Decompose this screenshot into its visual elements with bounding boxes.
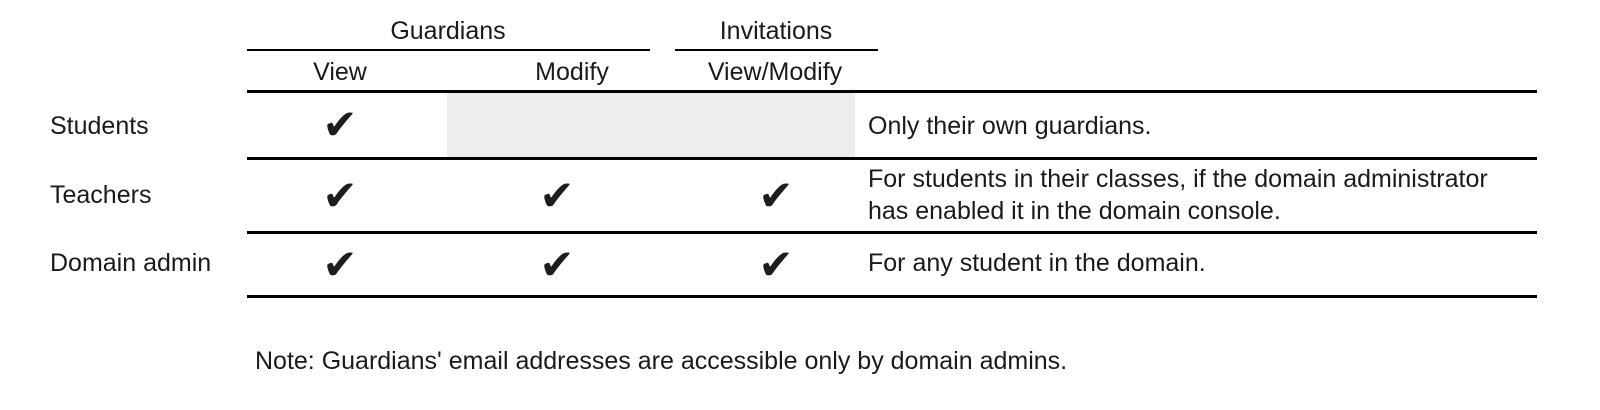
column-group-label-guardians: Guardians <box>390 17 506 45</box>
column-header-view: View <box>313 58 367 86</box>
table-rule-bottom <box>247 295 1537 298</box>
check-icon: ✔ <box>322 100 358 149</box>
table-rule-after-teachers <box>247 231 1537 234</box>
row-label-domain-admin: Domain admin <box>50 249 212 277</box>
footnote: Note: Guardians' email addresses are acc… <box>255 347 1068 375</box>
column-header-modify: Modify <box>535 58 609 86</box>
row-note-students: Only their own guardians. <box>868 112 1152 140</box>
check-icon: ✔ <box>539 240 575 289</box>
invitations-group-underline <box>675 49 878 51</box>
row-note-teachers: For students in their classes, if the do… <box>868 165 1488 225</box>
table-rule-after-students <box>247 157 1537 160</box>
column-group-label-invitations: Invitations <box>719 17 833 45</box>
row-label-students: Students <box>50 112 149 140</box>
guardians-group-underline <box>247 49 650 51</box>
row-label-teachers: Teachers <box>50 181 152 209</box>
check-icon: ✔ <box>322 171 358 220</box>
check-icon: ✔ <box>322 240 358 289</box>
check-icon: ✔ <box>758 240 794 289</box>
check-icon: ✔ <box>539 171 575 220</box>
check-icon: ✔ <box>758 171 794 220</box>
column-header-view-modify: View/Modify <box>707 58 843 86</box>
row-note-domain-admin: For any student in the domain. <box>868 249 1206 277</box>
shaded-cell-region <box>447 93 855 157</box>
table-rule-header <box>247 90 1537 93</box>
